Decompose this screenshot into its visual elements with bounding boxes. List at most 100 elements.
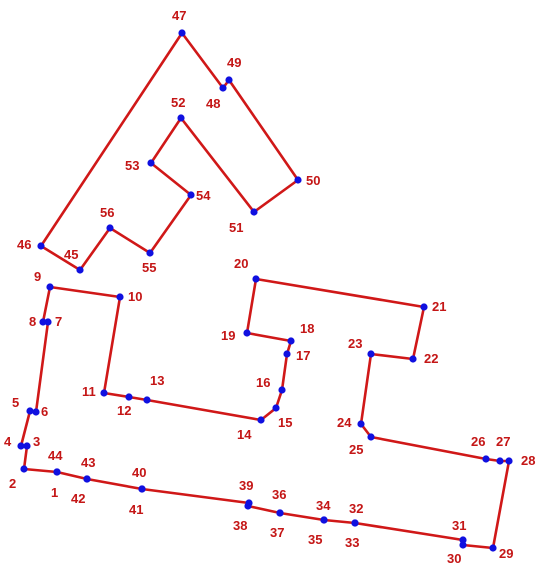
vertex-point-37 [276,509,284,517]
vertex-label-37: 37 [270,525,284,540]
vertex-point-52 [177,114,185,122]
vertex-point-20 [252,275,260,283]
vertex-point-8 [39,318,47,326]
vertex-point-4 [17,442,25,450]
vertex-point-51 [250,208,258,216]
vertex-label-22: 22 [424,351,438,366]
vertex-label-49: 49 [227,55,241,70]
vertex-label-15: 15 [278,415,292,430]
vertex-label-17: 17 [296,348,310,363]
vertex-point-35 [320,516,328,524]
vertex-label-2: 2 [9,476,16,491]
vertex-point-27 [496,457,504,465]
vertex-label-46: 46 [17,237,31,252]
vertex-label-30: 30 [447,551,461,566]
vertex-point-39 [245,499,253,507]
vertex-label-43: 43 [81,455,95,470]
vertex-point-26 [482,455,490,463]
vertex-label-31: 31 [452,518,466,533]
vertex-point-17 [283,350,291,358]
vertex-point-28 [505,457,513,465]
vertex-label-26: 26 [471,434,485,449]
vertex-point-30 [459,541,467,549]
vertex-label-51: 51 [229,220,243,235]
vertex-label-34: 34 [316,498,331,513]
vertex-label-6: 6 [41,404,48,419]
vertex-label-4: 4 [4,434,12,449]
vertex-label-8: 8 [29,314,36,329]
vertex-label-25: 25 [349,442,363,457]
vertex-label-52: 52 [171,95,185,110]
vertex-label-3: 3 [33,434,40,449]
vertex-point-5 [26,407,34,415]
vertex-label-14: 14 [237,427,252,442]
vertex-point-19 [243,329,251,337]
vertex-label-41: 41 [129,502,143,517]
vertex-point-44 [53,468,61,476]
vertex-label-7: 7 [55,314,62,329]
vertex-point-12 [125,393,133,401]
vertex-label-12: 12 [117,403,131,418]
vertex-label-27: 27 [496,434,510,449]
vertex-point-25 [367,433,375,441]
vertex-label-9: 9 [34,269,41,284]
vertex-label-23: 23 [348,336,362,351]
vertex-label-13: 13 [150,373,164,388]
vertex-point-14 [257,416,265,424]
vertex-point-55 [146,249,154,257]
vertex-point-29 [489,544,497,552]
vertex-label-36: 36 [272,487,286,502]
vertex-point-49 [225,76,233,84]
vertex-label-1: 1 [51,485,58,500]
vertex-point-21 [420,303,428,311]
vertex-point-53 [147,159,155,167]
vertex-point-46 [37,242,45,250]
vertex-point-6 [32,408,40,416]
vertex-label-55: 55 [142,260,156,275]
vertex-label-35: 35 [308,532,322,547]
vertex-point-50 [294,176,302,184]
vertex-point-22 [409,355,417,363]
vertex-label-47: 47 [172,8,186,23]
vertex-label-11: 11 [82,384,96,399]
vertex-point-43 [83,475,91,483]
vertex-label-16: 16 [256,375,270,390]
vertex-point-13 [143,396,151,404]
vertex-point-23 [367,350,375,358]
vertex-label-19: 19 [221,328,235,343]
vertex-point-45 [76,266,84,274]
vertex-label-48: 48 [206,96,220,111]
vertex-point-33 [351,519,359,527]
vertex-label-28: 28 [521,453,535,468]
vertex-label-50: 50 [306,173,320,188]
polygon-outline-2 [39,31,300,272]
vertex-label-29: 29 [499,546,513,561]
vertex-point-10 [116,293,124,301]
vertex-point-54 [187,191,195,199]
vertex-label-20: 20 [234,256,248,271]
vertex-point-48 [219,84,227,92]
vertex-label-10: 10 [128,289,142,304]
vertex-label-54: 54 [196,188,211,203]
vertex-point-41 [138,485,146,493]
polygon-outline-1 [19,277,511,550]
vertex-point-2 [20,465,28,473]
vertex-point-24 [357,420,365,428]
vertex-label-18: 18 [300,321,314,336]
vertex-label-40: 40 [132,465,146,480]
vertex-label-24: 24 [337,415,352,430]
vertex-label-39: 39 [239,478,253,493]
vertex-point-9 [46,283,54,291]
vertex-point-18 [287,337,295,345]
vertex-label-21: 21 [432,299,446,314]
vertex-point-15 [272,404,280,412]
vertex-label-38: 38 [233,518,247,533]
vertex-label-33: 33 [345,535,359,550]
vertex-label-44: 44 [48,448,63,463]
vertex-point-3 [23,442,31,450]
vertex-point-47 [178,29,186,37]
vertex-label-56: 56 [100,205,114,220]
vertex-point-56 [106,224,114,232]
vertex-label-53: 53 [125,158,139,173]
